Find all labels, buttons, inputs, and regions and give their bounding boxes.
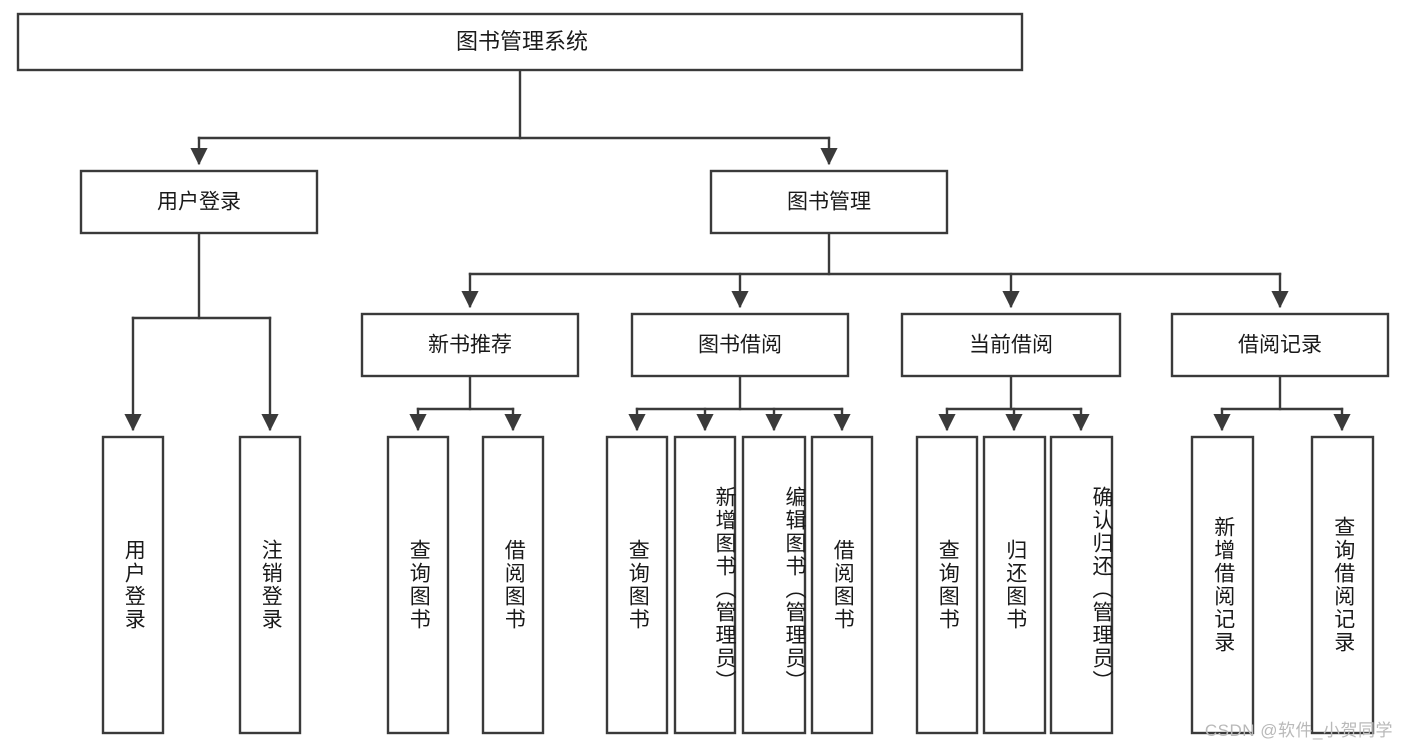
label-leaf-add-borrow-record: 新增借阅记录 — [1211, 516, 1235, 654]
label-leaf-user-login: 用户登录 — [122, 539, 146, 631]
node-box-leaf-query-book-rec[interactable] — [386, 435, 450, 735]
label-leaf-query-book-borrow: 查询图书 — [626, 539, 650, 631]
node-box-book-borrow[interactable] — [630, 312, 850, 378]
node-box-leaf-user-logout[interactable] — [238, 435, 302, 735]
node-box-leaf-query-book-current[interactable] — [915, 435, 979, 735]
node-box-leaf-return-book[interactable] — [982, 435, 1047, 735]
node-box-leaf-query-book-borrow[interactable] — [605, 435, 669, 735]
label-borrow-record: 借阅记录 — [1238, 334, 1322, 357]
csdn-watermark: CSDN @软件_小贺同学 — [1204, 721, 1393, 740]
label-leaf-confirm-return-admin: 确认归还（管理员） — [1090, 485, 1113, 693]
node-box-leaf-confirm-return-admin[interactable] — [1049, 435, 1114, 735]
label-leaf-query-book-rec: 查询图书 — [407, 539, 431, 631]
node-box-leaf-borrow-book-rec[interactable] — [481, 435, 545, 735]
label-leaf-edit-book-admin: 编辑图书（管理员） — [783, 485, 806, 693]
node-box-root[interactable] — [16, 12, 1024, 72]
label-current-borrow: 当前借阅 — [969, 334, 1053, 357]
node-label-group: 图书管理系统 用户登录 图书管理 新书推荐 图书借阅 当前借阅 借阅记录 — [157, 29, 1322, 357]
label-user-login: 用户登录 — [157, 191, 241, 214]
label-root: 图书管理系统 — [456, 29, 588, 54]
node-box-leaf-query-borrow-record[interactable] — [1310, 435, 1375, 735]
node-box-leaf-borrow-book[interactable] — [810, 435, 874, 735]
node-box-group — [16, 12, 1390, 735]
node-box-leaf-add-borrow-record[interactable] — [1190, 435, 1255, 735]
label-book-borrow: 图书借阅 — [698, 334, 782, 357]
label-new-book-rec: 新书推荐 — [428, 334, 512, 357]
label-leaf-query-book-current: 查询图书 — [936, 539, 960, 631]
label-book-manage: 图书管理 — [787, 191, 871, 214]
node-box-leaf-add-book-admin[interactable] — [673, 435, 737, 735]
label-leaf-borrow-book: 借阅图书 — [831, 539, 855, 631]
label-leaf-query-borrow-record: 查询借阅记录 — [1331, 516, 1355, 654]
node-box-current-borrow[interactable] — [900, 312, 1122, 378]
node-box-leaf-edit-book-admin[interactable] — [741, 435, 807, 735]
label-leaf-user-logout: 注销登录 — [259, 539, 283, 631]
node-box-leaf-user-login[interactable] — [101, 435, 165, 735]
connector-group — [124, 68, 1351, 432]
node-box-book-manage[interactable] — [709, 169, 949, 235]
label-leaf-add-book-admin: 新增图书（管理员） — [713, 485, 736, 693]
label-leaf-return-book: 归还图书 — [1003, 539, 1027, 631]
node-box-new-book-rec[interactable] — [360, 312, 580, 378]
label-leaf-borrow-book-rec: 借阅图书 — [502, 539, 526, 631]
node-box-user-login[interactable] — [79, 169, 319, 235]
node-box-borrow-record[interactable] — [1170, 312, 1390, 378]
